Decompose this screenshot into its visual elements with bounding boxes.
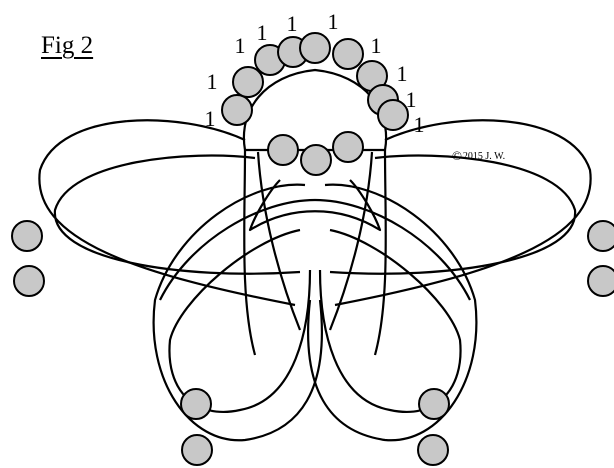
right-lower-oval-outer [306,183,478,442]
top-ring-bead-1 [221,94,253,126]
ring-count-label: 1 [256,20,268,45]
ring-count-label: 1 [370,33,382,58]
right-side-bead-upper [587,220,614,252]
left-bottom-bead-upper [180,388,212,420]
left-inner-loop [53,154,301,275]
left-strand-2 [256,151,302,331]
center-arch-outer [248,179,382,232]
copyright-symbol: © [452,148,462,163]
left-bottom-bead-lower [181,434,213,466]
copyright-text: 2015 J. W. [462,151,506,162]
right-bottom-bead-upper [418,388,450,420]
left-lower-oval-outer [152,183,324,442]
top-ring-bead-9 [377,99,409,131]
left-strand-1 [243,149,257,356]
ring-count-label: 1 [405,87,417,112]
ring-count-label: 1 [206,69,218,94]
ring-count-label: 1 [286,11,298,36]
left-side-bead-lower [13,265,45,297]
right-strand-2 [328,151,374,331]
ring-count-label: 1 [413,112,425,137]
ring-count-label: 1 [327,9,339,34]
left-side-bead-upper [11,220,43,252]
right-bottom-bead-lower [417,434,449,466]
copyright-notice: ©2015 J. W. [452,148,505,164]
top-ring-bead-6 [332,38,364,70]
top-ring-bead-2 [232,66,264,98]
top-ring-bead-5 [299,32,331,64]
right-inner-loop [329,154,577,275]
center-bead-right [332,131,364,163]
right-strand-1 [373,149,387,356]
figure-title: Fig 2 [41,32,94,59]
right-side-bead-lower [587,265,614,297]
ring-count-label: 1 [396,61,408,86]
ring-count-label: 1 [204,106,216,131]
center-bead-middle [300,144,332,176]
center-arch-inner [159,198,471,301]
center-bead-left [267,134,299,166]
ring-count-label: 1 [234,33,246,58]
